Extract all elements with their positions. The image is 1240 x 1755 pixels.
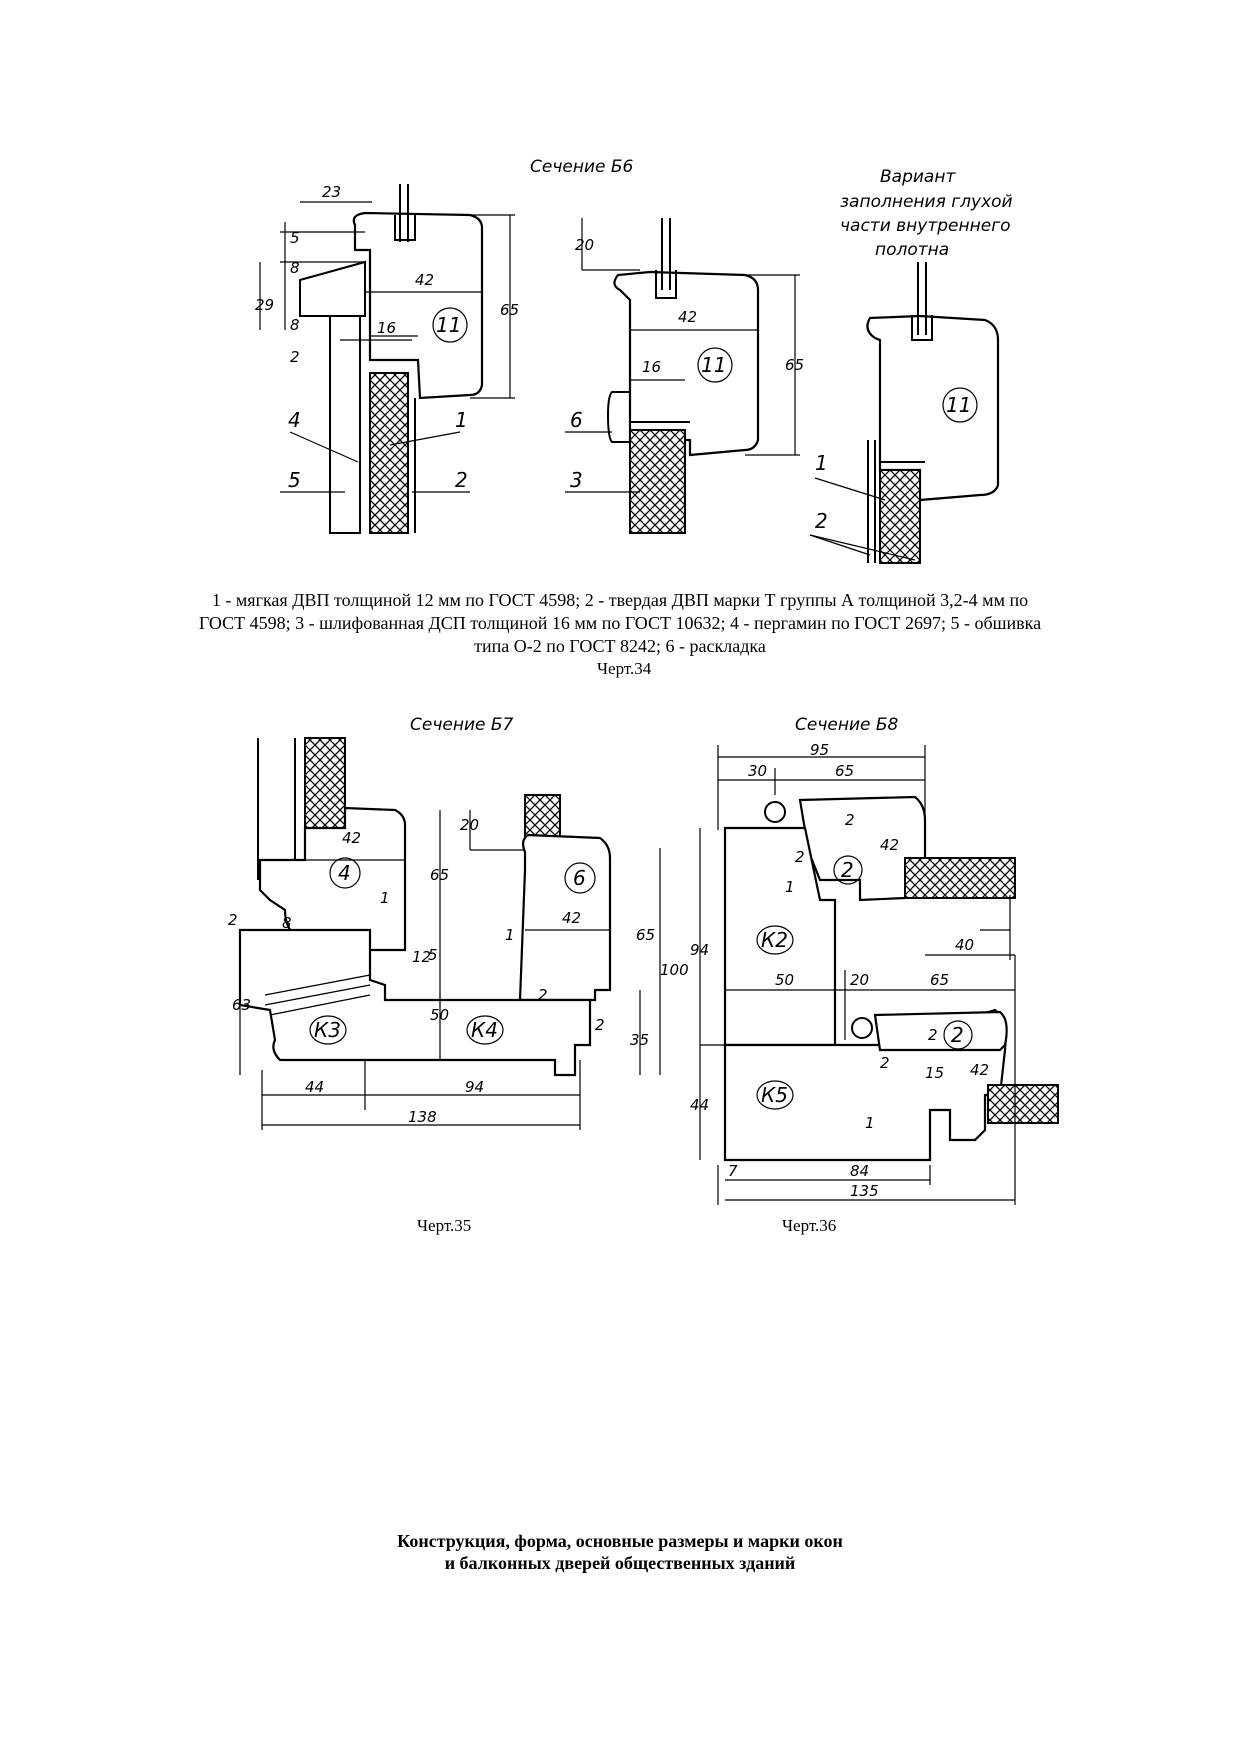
- dim-94: 94: [465, 1078, 484, 1096]
- mark-k5: К5: [761, 1083, 788, 1107]
- dim-29: 29: [255, 296, 274, 314]
- figure-34-caption: 1 - мягкая ДВП толщиной 12 мм по ГОСТ 45…: [198, 590, 1042, 656]
- variant-title-line3: части внутреннего: [840, 216, 1011, 236]
- dim-30: 30: [748, 762, 767, 780]
- dim-1: 1: [785, 878, 795, 896]
- figure-36-drawing: Сечение Б8: [690, 715, 1059, 1205]
- dim-2b: 2: [538, 986, 548, 1004]
- section-heading-line2: и балконных дверей общественных зданий: [444, 1553, 796, 1573]
- dim-35: 35: [630, 1031, 649, 1049]
- section-b8-profile: [699, 745, 1059, 1205]
- dim-138: 138: [408, 1108, 437, 1126]
- dim-20: 20: [460, 816, 479, 834]
- dim-20: 20: [850, 971, 869, 989]
- dim-42: 42: [415, 271, 434, 289]
- figure-35-label: Черт.35: [417, 1216, 472, 1235]
- dim-2: 2: [290, 348, 300, 366]
- mark-k4: К4: [471, 1018, 498, 1042]
- leader-2: 2: [455, 468, 468, 492]
- dim-50: 50: [430, 1006, 449, 1024]
- mark-4: 4: [338, 861, 351, 885]
- dim-2d: 2: [880, 1054, 890, 1072]
- leader-1-variant: 1: [815, 451, 828, 475]
- dim-42b: 42: [562, 909, 581, 927]
- dim-135: 135: [850, 1182, 879, 1200]
- dim-20: 20: [575, 236, 594, 254]
- mark-k3: К3: [314, 1018, 341, 1042]
- dim-65b: 65: [785, 356, 804, 374]
- section-heading: Конструкция, форма, основные размеры и м…: [240, 1530, 1000, 1574]
- dim-65b: 65: [930, 971, 949, 989]
- dim-42b: 42: [970, 1061, 989, 1079]
- dim-1: 1: [380, 889, 390, 907]
- figure-35-drawing: Сечение Б7 42 20 65: [228, 715, 689, 1130]
- dim-40: 40: [955, 936, 974, 954]
- dim-15: 15: [925, 1064, 944, 1082]
- dim-42b: 42: [678, 308, 697, 326]
- section-b6-left-profile: [259, 184, 515, 534]
- mark-2-bottom: 2: [951, 1023, 964, 1047]
- leader-3: 3: [570, 468, 583, 492]
- figure-34-drawing: Сечение Б6 23 5 8 29: [255, 157, 1013, 564]
- section-b6-middle-profile: [581, 218, 800, 534]
- variant-title-line2: заполнения глухой: [840, 192, 1013, 212]
- dim-1b: 1: [505, 926, 515, 944]
- dim-1b: 1: [865, 1114, 875, 1132]
- dim-65: 65: [430, 866, 449, 884]
- mark-6: 6: [573, 866, 586, 890]
- dim-50: 50: [775, 971, 794, 989]
- leader-2-variant: 2: [815, 509, 828, 533]
- dim-63: 63: [232, 996, 251, 1014]
- dim-94: 94: [690, 941, 709, 959]
- dim-44: 44: [690, 1096, 709, 1114]
- dim-2c: 2: [595, 1016, 605, 1034]
- variant-title-line1: Вариант: [880, 167, 956, 187]
- dim-44: 44: [305, 1078, 324, 1096]
- dim-95: 95: [810, 741, 829, 759]
- dim-2c: 2: [928, 1026, 938, 1044]
- figure-36-label: Черт.36: [782, 1216, 837, 1235]
- leader-5: 5: [288, 468, 301, 492]
- mark-k2: К2: [761, 928, 788, 952]
- variant-title-line4: полотна: [875, 240, 949, 260]
- dim-8b: 8: [290, 316, 300, 334]
- dim-42: 42: [342, 829, 361, 847]
- mark-11-variant: 11: [946, 393, 971, 417]
- mark-2-top: 2: [841, 858, 854, 882]
- dim-7: 7: [728, 1162, 738, 1180]
- section-b6-variant-profile: Вариант заполнения глухой части внутренн…: [840, 167, 1013, 564]
- dim-5: 5: [290, 229, 300, 247]
- section-b7-title: Сечение Б7: [410, 715, 514, 735]
- mark-11-middle: 11: [701, 353, 726, 377]
- leader-6: 6: [570, 408, 583, 432]
- section-b8-title: Сечение Б8: [795, 715, 899, 735]
- figure-34-label: Черт.34: [597, 659, 652, 678]
- dim-100: 100: [660, 961, 689, 979]
- dim-5: 5: [428, 946, 438, 964]
- dim-16b: 16: [642, 358, 661, 376]
- dim-12: 12: [412, 948, 431, 966]
- dim-84: 84: [850, 1162, 869, 1180]
- section-heading-line1: Конструкция, форма, основные размеры и м…: [397, 1531, 843, 1551]
- dim-42: 42: [880, 836, 899, 854]
- dim-65: 65: [835, 762, 854, 780]
- dim-65b: 65: [636, 926, 655, 944]
- dim-2b: 2: [795, 848, 805, 866]
- dim-16: 16: [377, 319, 396, 337]
- dim-8a: 8: [290, 259, 300, 277]
- section-b7-profile: [238, 737, 661, 1130]
- leader-1: 1: [455, 408, 468, 432]
- dim-65: 65: [500, 301, 519, 319]
- dim-8: 8: [282, 914, 292, 932]
- mark-11-left: 11: [436, 313, 461, 337]
- dim-2: 2: [228, 911, 238, 929]
- dim-23: 23: [322, 183, 341, 201]
- dim-2: 2: [845, 811, 855, 829]
- section-b6-title: Сечение Б6: [530, 157, 634, 177]
- leader-4: 4: [288, 408, 301, 432]
